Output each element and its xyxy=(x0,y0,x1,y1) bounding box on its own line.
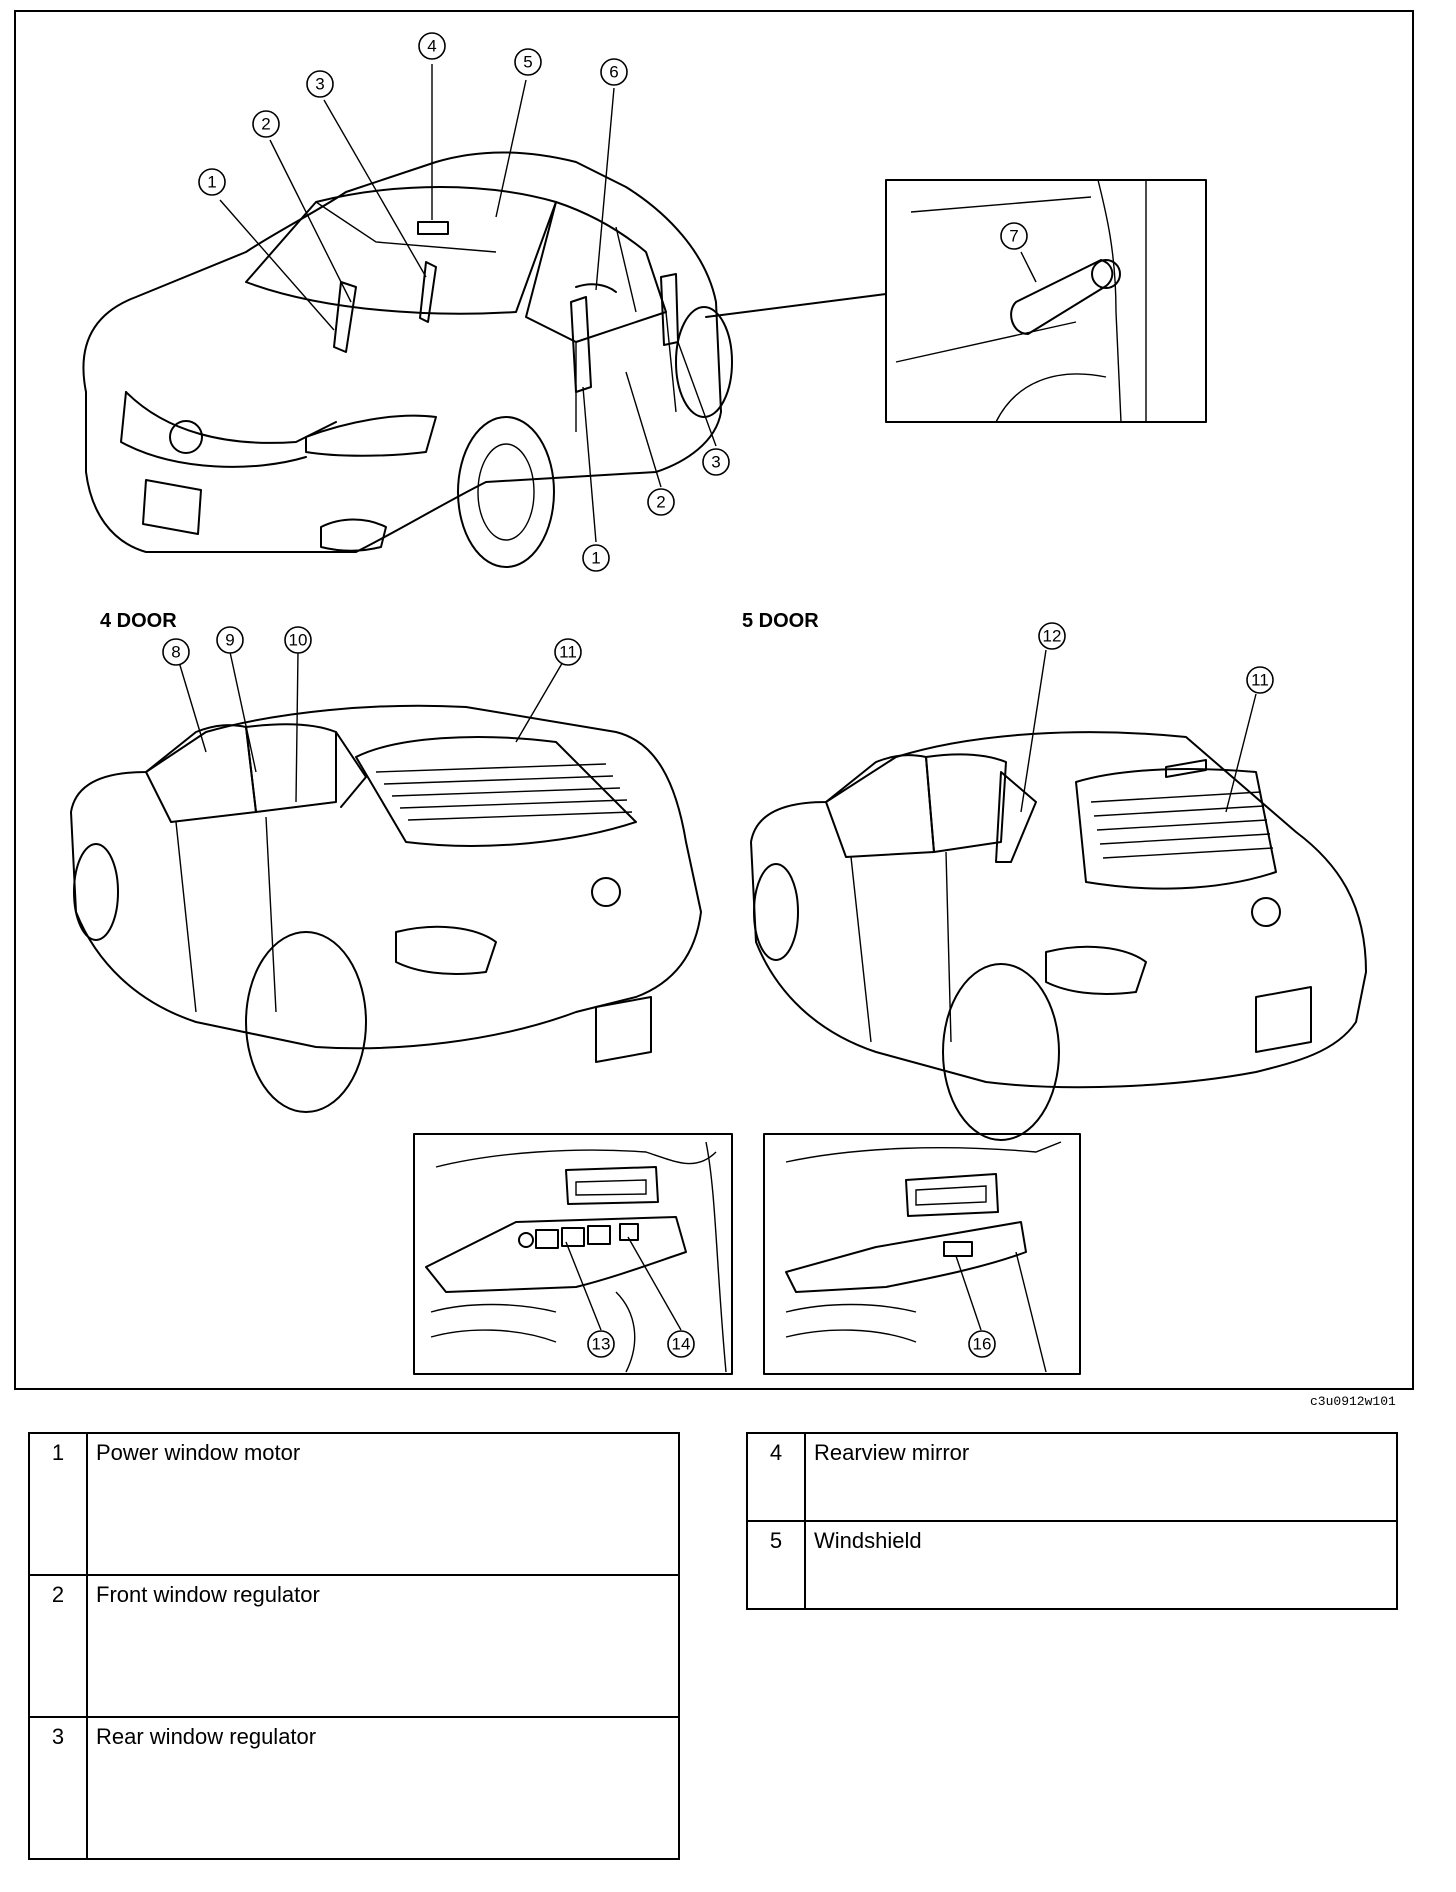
legend-label: Windshield xyxy=(804,1520,1398,1610)
callout-7: 7 xyxy=(1000,222,1028,250)
callout-1-door: 1 xyxy=(582,544,610,572)
legend-number: 1 xyxy=(28,1432,88,1576)
callout-3-door: 3 xyxy=(702,448,730,476)
legend-number: 2 xyxy=(28,1574,88,1718)
passenger-switch-inset xyxy=(763,1133,1081,1375)
svg-text:7: 7 xyxy=(1009,227,1018,246)
svg-text:10: 10 xyxy=(289,631,308,650)
callout-3-top-left: 3 xyxy=(306,70,334,98)
legend-row: 5 Windshield xyxy=(746,1520,1398,1610)
callout-13: 13 xyxy=(587,1330,615,1358)
legend-number: 3 xyxy=(28,1716,88,1860)
svg-text:6: 6 xyxy=(609,63,618,82)
legend-label: Power window motor xyxy=(86,1432,680,1576)
callout-10: 10 xyxy=(284,626,312,654)
legend-row: 2 Front window regulator xyxy=(28,1574,680,1718)
svg-text:11: 11 xyxy=(559,643,577,662)
hatchback-rear-view-drawing xyxy=(750,731,1367,1141)
section-label-4-door: 4 DOOR xyxy=(100,610,177,632)
sedan-rear-view-drawing xyxy=(70,704,702,1113)
callout-11-4door: 11 xyxy=(554,638,582,666)
leader-lines xyxy=(175,64,1257,813)
svg-text:16: 16 xyxy=(973,1335,992,1354)
legend-label: Front window regulator xyxy=(86,1574,680,1718)
callout-2-top-left: 2 xyxy=(252,110,280,138)
legend-row: 3 Rear window regulator xyxy=(28,1716,680,1860)
diagram-frame: 1 2 3 4 5 6 3 2 1 7 8 9 10 11 12 11 13 1… xyxy=(14,10,1414,1390)
callout-2-door: 2 xyxy=(647,488,675,516)
callout-12: 12 xyxy=(1038,622,1066,650)
legend-row: 1 Power window motor xyxy=(28,1432,680,1576)
callout-5: 5 xyxy=(514,48,542,76)
callout-9: 9 xyxy=(216,626,244,654)
callout-14: 14 xyxy=(667,1330,695,1358)
callout-8: 8 xyxy=(162,638,190,666)
svg-text:4: 4 xyxy=(427,37,436,56)
svg-text:11: 11 xyxy=(1251,671,1269,690)
svg-text:8: 8 xyxy=(171,643,180,662)
section-label-5-door: 5 DOOR xyxy=(742,610,819,632)
svg-text:3: 3 xyxy=(711,453,720,472)
legend-table-left: 1 Power window motor 2 Front window regu… xyxy=(28,1432,680,1860)
driver-switch-inset xyxy=(413,1133,733,1375)
legend-number: 5 xyxy=(746,1520,806,1610)
legend-label: Rearview mirror xyxy=(804,1432,1398,1522)
legend-row: 4 Rearview mirror xyxy=(746,1432,1398,1522)
svg-text:12: 12 xyxy=(1043,627,1062,646)
legend-label: Rear window regulator xyxy=(86,1716,680,1860)
svg-text:1: 1 xyxy=(207,173,216,192)
callout-4: 4 xyxy=(418,32,446,60)
window-handle-inset xyxy=(885,179,1207,423)
svg-text:5: 5 xyxy=(523,53,532,72)
svg-text:14: 14 xyxy=(672,1335,691,1354)
svg-text:2: 2 xyxy=(656,493,665,512)
figure-code: c3u0912w101 xyxy=(1310,1394,1396,1409)
callout-16: 16 xyxy=(968,1330,996,1358)
callout-1-top-left: 1 xyxy=(198,168,226,196)
svg-text:3: 3 xyxy=(315,75,324,94)
svg-text:2: 2 xyxy=(261,115,270,134)
legend-table-right: 4 Rearview mirror 5 Windshield xyxy=(746,1432,1398,1610)
svg-text:1: 1 xyxy=(591,549,600,568)
svg-text:9: 9 xyxy=(225,631,234,650)
callout-6: 6 xyxy=(600,58,628,86)
svg-text:13: 13 xyxy=(592,1335,611,1354)
sedan-front-view-drawing xyxy=(82,151,733,568)
callout-11-5door: 11 xyxy=(1246,666,1274,694)
legend-number: 4 xyxy=(746,1432,806,1522)
inset-leader-line xyxy=(705,293,887,318)
parts-location-diagram: 1 2 3 4 5 6 3 2 1 7 8 9 10 11 12 11 13 1… xyxy=(70,32,1367,1375)
